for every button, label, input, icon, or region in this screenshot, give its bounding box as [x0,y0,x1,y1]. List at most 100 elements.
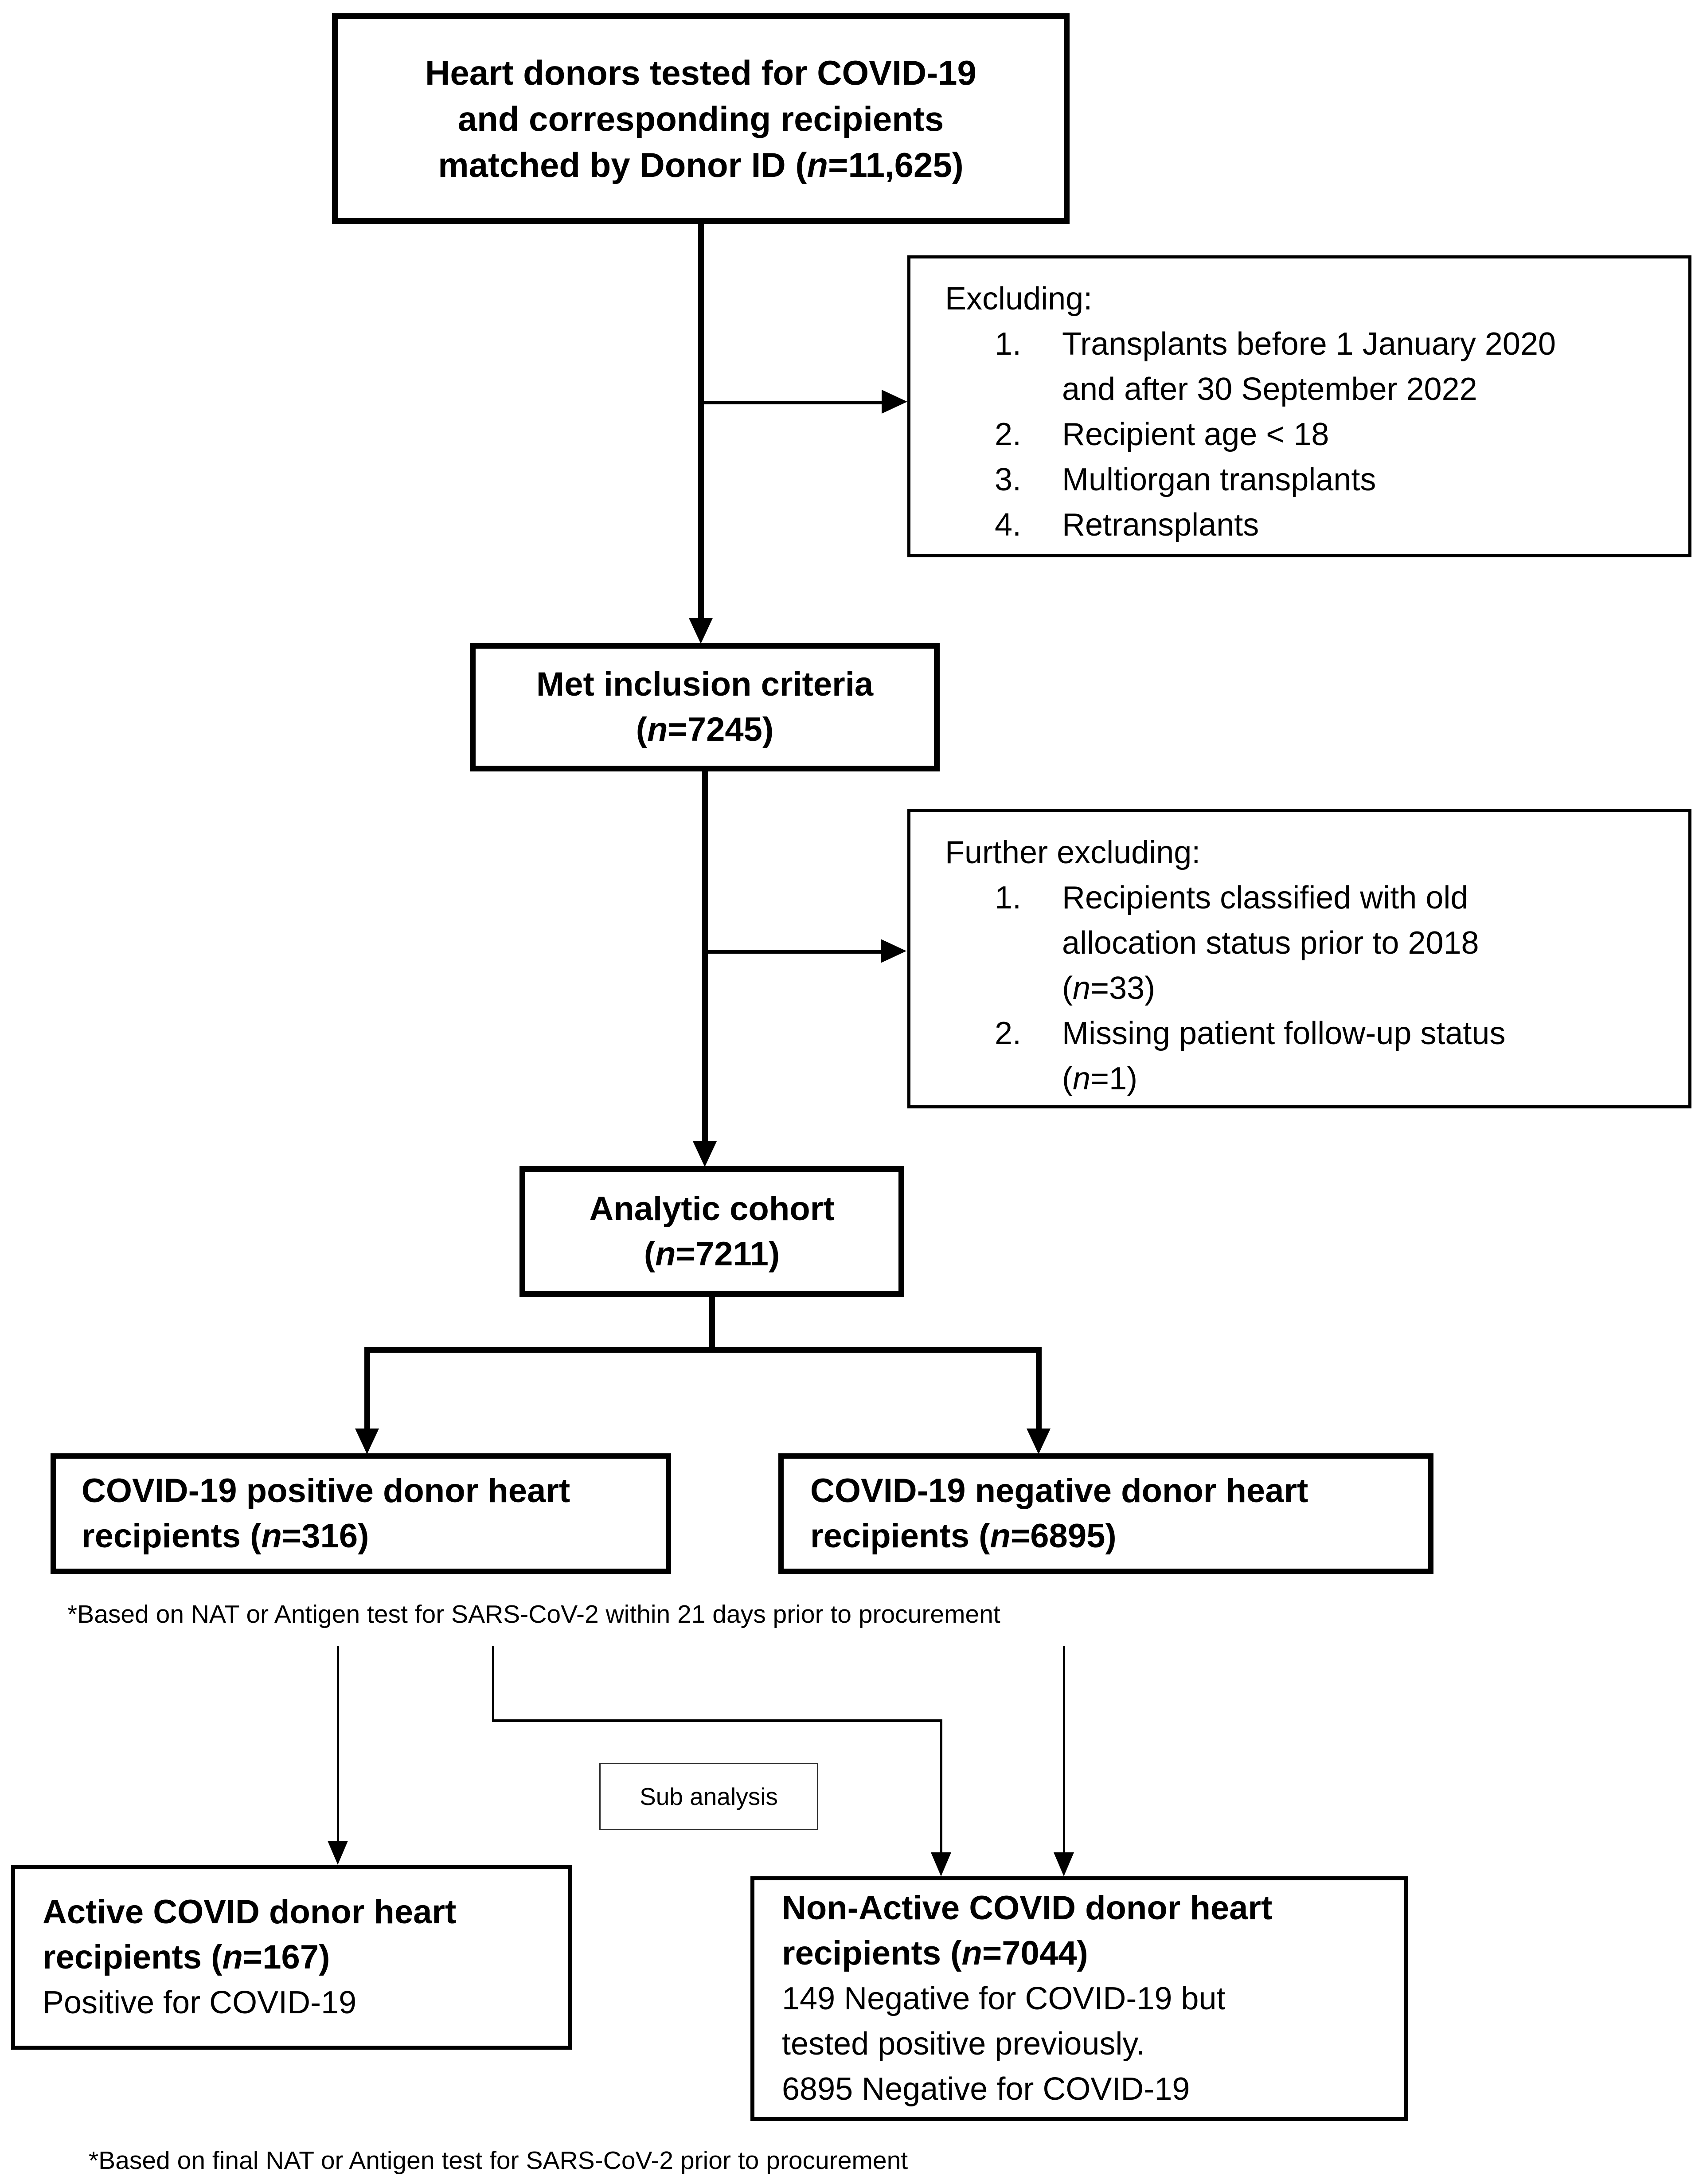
n-italic: n [222,1938,243,1976]
n-italic: n [807,145,828,184]
box-met-inclusion-criteria: Met inclusion criteria (n=7245) [470,643,940,771]
text-part: recipients ( [43,1938,223,1976]
active-box-line1: Active COVID donor heart [43,1893,457,1931]
text-part: matched by Donor ID ( [438,145,807,184]
text-part: =167) [242,1938,330,1976]
connector-positive-elbow-down [492,1646,494,1722]
connector-positive-elbow-horizontal [492,1719,942,1722]
text-part: =6895) [1010,1517,1117,1555]
text-part: =7044) [982,1934,1088,1972]
analytic-cohort-line1: Analytic cohort [589,1190,835,1228]
box-heart-donors-cohort: Heart donors tested for COVID-19 and cor… [332,13,1070,224]
n-italic: n [1072,1061,1091,1096]
arrowhead-into-active-box [328,1841,348,1865]
list-text: Missing patient follow-up status (n=1) [1062,1011,1671,1101]
text-part: ( [1062,1061,1073,1096]
list-line: allocation status prior to 2018 [1062,925,1479,961]
met-criteria-count: (n=7245) [636,707,774,752]
footnote-nat-antigen-21-days: *Based on NAT or Antigen test for SARS-C… [67,1600,1000,1628]
non-active-box-line1: Non-Active COVID donor heart [782,1889,1273,1927]
connector-top-to-met [698,224,704,618]
connector-met-to-analytic [702,771,708,1141]
excluding-item-3: 3. Multiorgan transplants [945,457,1671,502]
list-number: 1. [995,326,1022,362]
box-further-excluding: Further excluding: 1. Recipients classif… [907,809,1691,1108]
connector-split-left [364,1353,370,1429]
negative-box-line1: COVID-19 negative donor heart [810,1472,1308,1510]
text-part: =7245) [668,711,774,748]
list-number: 1. [995,880,1022,916]
active-box-count: recipients (n=167) [43,1935,330,1980]
list-line: Missing patient follow-up status [1062,1016,1506,1051]
arrowhead-into-negative-box [1027,1429,1051,1454]
list-number: 2. [995,417,1022,452]
non-active-box-count: recipients (n=7044) [782,1931,1088,1976]
list-text: Recipient age < 18 [1062,412,1671,457]
list-line: and after 30 September 2022 [1062,372,1477,407]
list-text: Recipients classified with old allocatio… [1062,875,1671,1011]
text-part: =1) [1090,1061,1138,1096]
arrowhead-into-further-excluding-box [881,939,906,963]
text-part: =33) [1090,971,1156,1006]
text-part: ( [1062,971,1073,1006]
list-number: 3. [995,462,1022,497]
arrowhead-into-analytic-box [693,1141,717,1167]
active-box-line3: Positive for COVID-19 [43,1984,357,2020]
list-line: Multiorgan transplants [1062,462,1376,497]
box-sub-analysis-label: Sub analysis [599,1763,818,1830]
text-part: =7211) [676,1235,780,1273]
box-covid-negative-recipients: COVID-19 negative donor heart recipients… [778,1453,1433,1574]
arrowhead-into-non-active-box-right [1054,1852,1074,1876]
arrowhead-into-excluding-box [882,390,907,414]
further-excluding-item-1: 1. Recipients classified with old alloca… [945,875,1671,1011]
text-part: =316) [281,1517,369,1555]
excluding-item-1: 1. Transplants before 1 January 2020 and… [945,321,1671,412]
non-active-box-line4: tested positive previously. [782,2026,1145,2062]
connector-positive-to-active [337,1646,339,1841]
n-italic: n [261,1517,282,1555]
list-text: Transplants before 1 January 2020 and af… [1062,321,1671,412]
text-part: recipients ( [82,1517,262,1555]
list-number: 2. [995,1016,1022,1051]
connector-negative-to-non-active [1063,1646,1065,1852]
arrowhead-into-non-active-box-left [931,1852,951,1876]
connector-split-horizontal [364,1347,1042,1353]
text-part: ( [644,1235,656,1273]
met-criteria-line1: Met inclusion criteria [536,665,874,703]
positive-box-count: recipients (n=316) [82,1514,369,1559]
excluding-item-4: 4. Retransplants [945,502,1671,548]
non-active-box-line5: 6895 Negative for COVID-19 [782,2071,1190,2107]
sub-analysis-text: Sub analysis [640,1783,778,1810]
list-line: Transplants before 1 January 2020 [1062,326,1556,362]
box-non-active-covid-recipients: Non-Active COVID donor heart recipients … [750,1876,1408,2121]
analytic-cohort-count: (n=7211) [644,1232,780,1277]
list-line-count: (n=1) [1062,1056,1671,1101]
positive-box-line1: COVID-19 positive donor heart [82,1472,570,1510]
box-heart-donors-line3: matched by Donor ID (n=11,625) [438,142,964,188]
list-line-count: (n=33) [1062,966,1671,1011]
box-heart-donors-line2: and corresponding recipients [457,99,944,138]
n-italic: n [647,711,668,748]
list-line: Retransplants [1062,507,1259,543]
footnote-final-nat-antigen: *Based on final NAT or Antigen test for … [89,2146,908,2175]
connector-branch-further-excluding [708,950,882,954]
n-italic: n [1072,971,1091,1006]
text-part: =11,625) [828,145,964,184]
n-italic: n [655,1235,676,1273]
n-italic: n [990,1517,1011,1555]
further-excluding-item-2: 2. Missing patient follow-up status (n=1… [945,1011,1671,1101]
excluding-header: Excluding: [945,281,1093,317]
list-line: Recipients classified with old [1062,880,1468,916]
list-line: Recipient age < 18 [1062,417,1329,452]
box-excluding: Excluding: 1. Transplants before 1 Janua… [907,255,1691,557]
connector-elbow-to-non-active [940,1719,942,1852]
list-text: Multiorgan transplants [1062,457,1671,502]
non-active-box-line3: 149 Negative for COVID-19 but [782,1981,1226,2016]
text-part: recipients ( [810,1517,990,1555]
connector-branch-excluding [704,401,883,404]
box-analytic-cohort: Analytic cohort (n=7211) [519,1166,904,1297]
box-heart-donors-line1: Heart donors tested for COVID-19 [425,53,976,92]
negative-box-count: recipients (n=6895) [810,1514,1117,1559]
list-text: Retransplants [1062,502,1671,548]
